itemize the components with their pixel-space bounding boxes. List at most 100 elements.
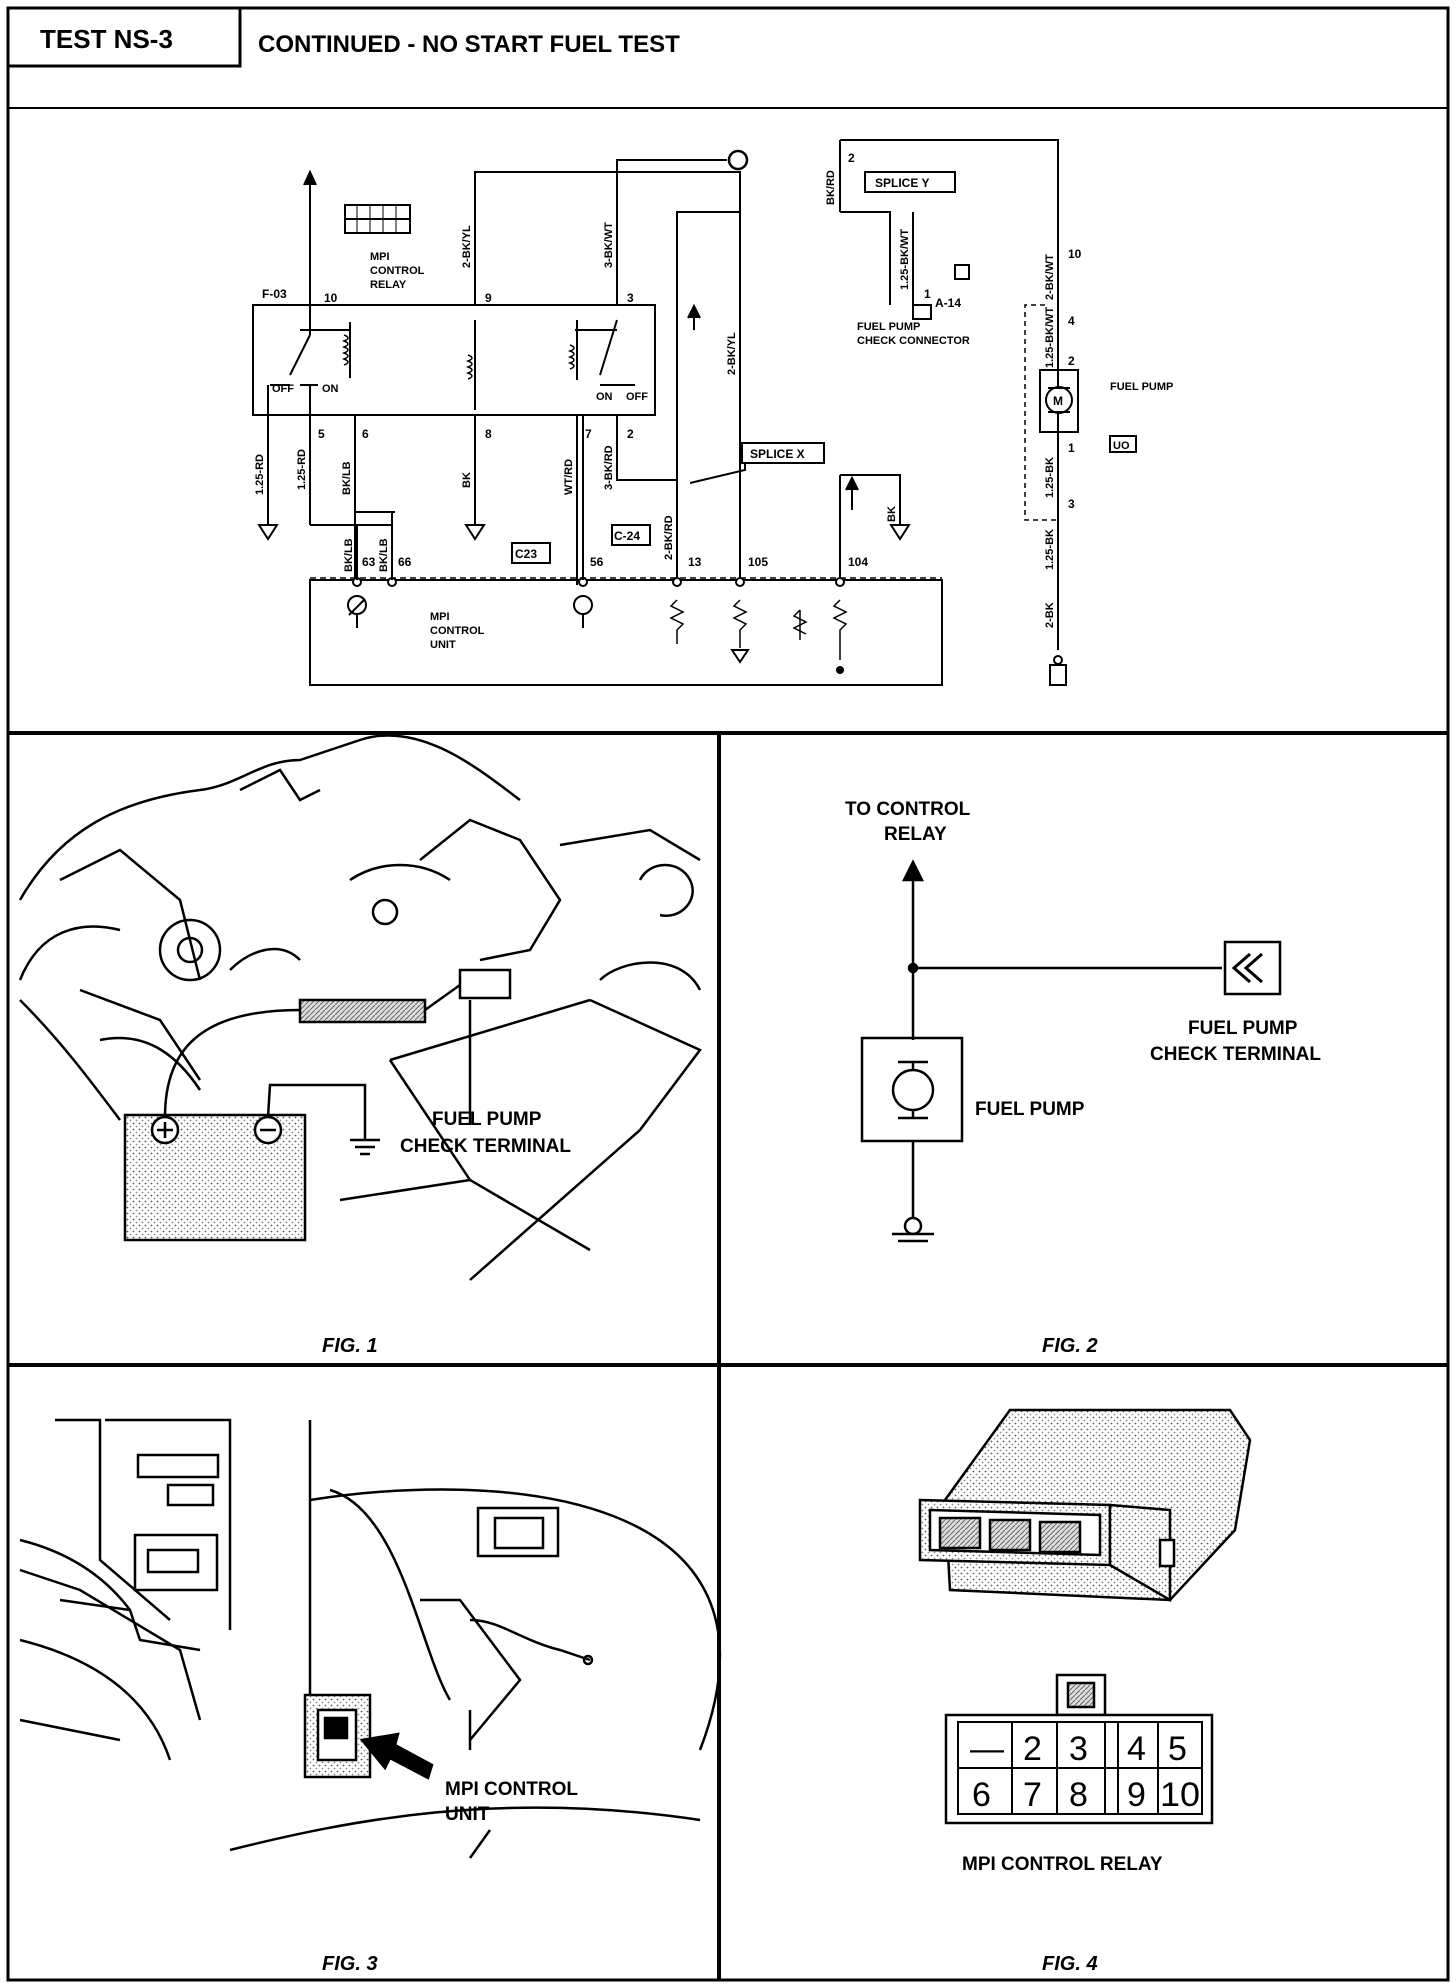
- check-connector-symbol: [912, 304, 932, 320]
- fig4-labels: MPI CONTROL RELAY FIG. 4: [962, 1854, 1163, 1975]
- pin-3-pump: 3: [1068, 497, 1075, 511]
- fig3-dash-area: [19, 1418, 722, 1859]
- relay-off-left: OFF: [272, 383, 294, 395]
- test-id: TEST NS-3: [40, 24, 173, 54]
- wire-3bkrd: 3-BK/RD: [603, 445, 615, 490]
- pin-105: 105: [748, 555, 768, 569]
- connector-c24: C-24: [614, 529, 640, 543]
- pin-10-relay: 10: [324, 291, 338, 305]
- uo-badge: UO: [1113, 440, 1130, 452]
- fig2-term-line2: CHECK TERMINAL: [1150, 1044, 1321, 1065]
- fig4-pin-10: 10: [1160, 1776, 1200, 1814]
- fig4-pin-5: 5: [1168, 1730, 1187, 1768]
- wire-2bkwt: 2-BK/WT: [1044, 254, 1056, 300]
- wire-bklb-a: BK/LB: [341, 461, 353, 495]
- wire-125bk: 1.25-BK: [1044, 457, 1056, 498]
- relay-on-right: ON: [596, 391, 613, 403]
- fig4-pin-3: 3: [1069, 1730, 1088, 1768]
- fig4-pin-dash: —: [970, 1730, 1004, 1768]
- pin-3: 3: [627, 291, 634, 305]
- wire-bklb-c: BK/LB: [378, 538, 390, 572]
- pin-10-pump: 10: [1068, 247, 1082, 261]
- fig4-pin-4: 4: [1127, 1730, 1146, 1768]
- test-id-box: [6, 6, 242, 68]
- fig1-callout-line2: CHECK TERMINAL: [400, 1136, 571, 1157]
- pin-6: 6: [362, 427, 369, 441]
- wire-125rd-b: 1.25-RD: [296, 449, 308, 490]
- pin-56: 56: [590, 555, 604, 569]
- control-unit-box: [309, 579, 943, 686]
- fig4-pin-numbers: — 2 3 4 5 6 7 8 9 10: [970, 1730, 1200, 1814]
- pin-1-pump: 1: [1068, 441, 1075, 455]
- wire-bk: BK: [461, 472, 473, 488]
- relay-on-left: ON: [322, 383, 339, 395]
- fig2-pump-label: FUEL PUMP: [975, 1099, 1085, 1120]
- fig4-relay-drawing: [918, 1408, 1252, 1603]
- pin-5: 5: [318, 427, 325, 441]
- pin-9: 9: [485, 291, 492, 305]
- connector-f03: F-03: [262, 287, 287, 301]
- wiring-schematic: [252, 139, 1137, 686]
- wire-bk-b: BK: [886, 506, 898, 522]
- unit-label-1: MPI: [430, 611, 450, 623]
- fuel-pump-box: [1039, 369, 1079, 433]
- pin-4-pump: 4: [1068, 314, 1075, 328]
- wire-125rd-a: 1.25-RD: [254, 454, 266, 495]
- fuel-pump-label: FUEL PUMP: [1110, 381, 1173, 393]
- wire-2bk: 2-BK: [1044, 602, 1056, 628]
- pin-2: 2: [627, 427, 634, 441]
- uo-badge-box: [1109, 435, 1137, 453]
- fig3-callout-line1: MPI CONTROL: [445, 1779, 578, 1800]
- junction-circle: [727, 149, 749, 171]
- splice-x-label: SPLICE X: [750, 447, 805, 461]
- check-label-1: FUEL PUMP: [857, 321, 920, 333]
- fig4-pin-7: 7: [1023, 1776, 1042, 1814]
- fig4-caption: FIG. 4: [1042, 1953, 1098, 1975]
- fig1-callout-line1: FUEL PUMP: [432, 1109, 542, 1130]
- wire-125bkwt-b: 1.25-BK/WT: [1044, 307, 1056, 368]
- fig1-engine-bay: [18, 734, 702, 1281]
- fig4-pin-diagram: [944, 1673, 1214, 1825]
- splice-y-label: SPLICE Y: [875, 176, 929, 190]
- wire-bklb-b: BK/LB: [343, 538, 355, 572]
- page-title: CONTINUED - NO START FUEL TEST: [258, 31, 680, 58]
- pin-13: 13: [688, 555, 702, 569]
- page-frame: [6, 6, 1450, 1982]
- pin-104: 104: [848, 555, 868, 569]
- pin-66: 66: [398, 555, 412, 569]
- pin-2-splice: 2: [848, 151, 855, 165]
- wire-2bkyl-b: 2-BK/YL: [726, 332, 738, 375]
- fig2-term-line1: FUEL PUMP: [1188, 1018, 1298, 1039]
- fig1-labels: FUEL PUMP CHECK TERMINAL FIG. 1: [322, 1109, 571, 1357]
- fig3-callout-line2: UNIT: [445, 1804, 490, 1825]
- unit-label-3: UNIT: [430, 639, 456, 651]
- header: TEST NS-3 CONTINUED - NO START FUEL TEST: [6, 6, 680, 68]
- relay-off-right: OFF: [626, 391, 648, 403]
- connector-a14: A-14: [935, 296, 961, 310]
- fig3-labels: MPI CONTROL UNIT FIG. 3: [322, 1779, 578, 1975]
- fig4-relay-label: MPI CONTROL RELAY: [962, 1854, 1163, 1875]
- fig2-top-line1: TO CONTROL: [845, 799, 971, 820]
- wire-wtrd: WT/RD: [563, 459, 575, 495]
- fig4-pin-9: 9: [1127, 1776, 1146, 1814]
- relay-label-1: MPI: [370, 251, 390, 263]
- wire-2bkrd: 2-BK/RD: [663, 515, 675, 560]
- fig4-pin-8: 8: [1069, 1776, 1088, 1814]
- fig2-check-terminal: [1223, 940, 1282, 996]
- pin-7: 7: [585, 427, 592, 441]
- check-label-2: CHECK CONNECTOR: [857, 335, 970, 347]
- pin-8: 8: [485, 427, 492, 441]
- wire-3bkwt: 3-BK/WT: [603, 222, 615, 268]
- fig2-caption: FIG. 2: [1042, 1335, 1098, 1357]
- wire-125bkwt: 1.25-BK/WT: [899, 229, 911, 290]
- relay-label-2: CONTROL: [370, 265, 425, 277]
- fig1-jumper-wire: [298, 998, 427, 1024]
- fig2-labels: TO CONTROL RELAY FUEL PUMP CHECK TERMINA…: [845, 799, 1321, 1357]
- fig2-circuit: [860, 859, 1282, 1243]
- fig2-top-line2: RELAY: [884, 824, 947, 845]
- pin-63: 63: [362, 555, 376, 569]
- relay-box: [252, 304, 656, 416]
- fig4-pin-6: 6: [972, 1776, 991, 1814]
- pin-1-check: 1: [924, 287, 931, 301]
- fig1-caption: FIG. 1: [322, 1335, 378, 1357]
